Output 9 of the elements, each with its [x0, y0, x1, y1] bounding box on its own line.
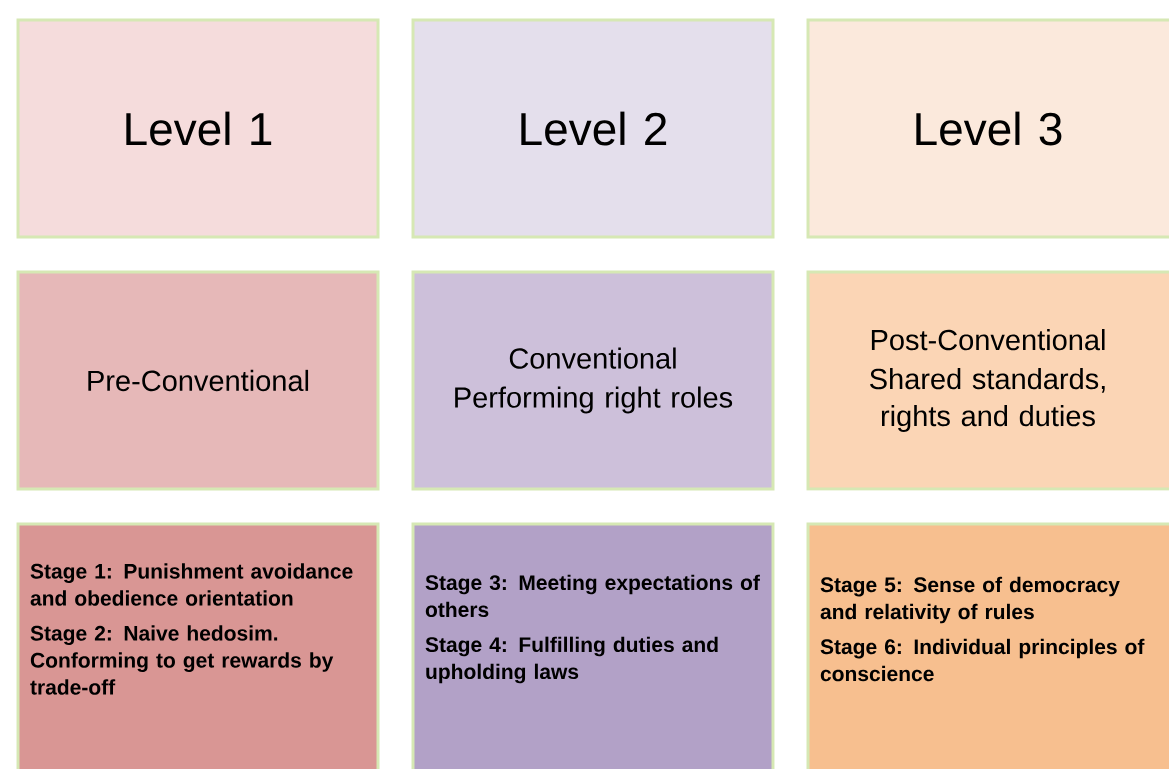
- level-box: Level 2: [411, 18, 775, 239]
- level-box: Level 3: [806, 18, 1169, 239]
- level-name-box: Pre-Conventional: [16, 270, 380, 491]
- level-name-box: Conventional Performing right roles: [411, 270, 775, 491]
- stage-box: Stage 3: Meeting expectations of others Stage 4: Fulfilling duties and upholding laws: [411, 522, 775, 769]
- stage-box: Stage 1: Punishment avoidance and obedience orientation Stage 2: Naive hedosim. Conforming to get rewards by trade-off: [16, 522, 380, 769]
- level-box: Level 1: [16, 18, 380, 239]
- level-name-box: Post-Conventional Shared standards, rights and duties: [806, 270, 1169, 491]
- stage-box: Stage 5: Sense of democracy and relativity of rules Stage 6: Individual principles of conscience: [806, 522, 1169, 769]
